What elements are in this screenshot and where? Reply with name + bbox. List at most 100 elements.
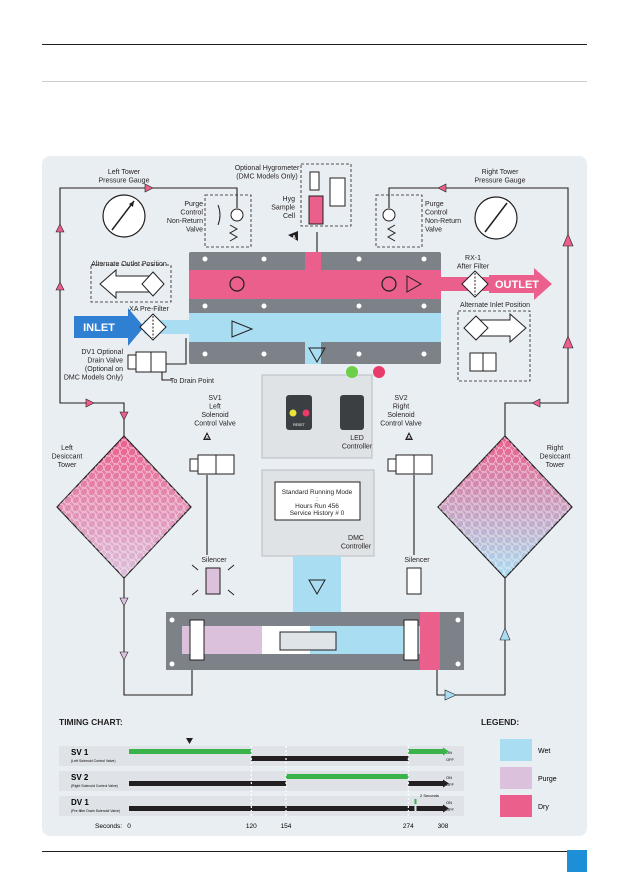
timing-row-name: SV 1 [71, 748, 89, 757]
legend-label: Purge [538, 776, 557, 783]
legend-swatch [500, 767, 532, 789]
left-pressure-gauge [102, 194, 146, 238]
alt-outlet-label: Alternate Outlet Position [91, 261, 167, 268]
alternate-outlet-position [90, 264, 172, 303]
timing-row-name: DV 1 [71, 798, 89, 807]
timing-on-segment [286, 774, 409, 779]
dmc-controller [261, 469, 375, 557]
timing-off-label: OFF [446, 782, 455, 787]
timing-on-segment [414, 799, 417, 804]
alt-inlet-label: Alternate Inlet Position [460, 302, 530, 309]
right-silencer [406, 567, 422, 595]
timing-off-label: OFF [446, 757, 455, 762]
timing-on-label: ON [446, 750, 452, 755]
hygrometer [288, 163, 352, 241]
dv1-drain-valve [127, 351, 167, 373]
timing-row-subtitle: (Right Solenoid Control Valve) [71, 784, 118, 788]
sv2-valve [387, 432, 433, 475]
left-desiccant-tower [56, 435, 192, 579]
right-pressure-gauge [474, 196, 518, 240]
timing-on-segment [408, 749, 443, 754]
timing-tick-label: 308 [438, 823, 449, 830]
seconds-label: Seconds: [95, 823, 122, 830]
timing-tick-label: 120 [246, 823, 257, 830]
timing-off-gap [286, 781, 409, 786]
header-rule [42, 44, 587, 45]
timing-off-bar [129, 806, 443, 811]
timing-chart: TIMING CHART: SV 1 (Left Solenoid Control… [59, 717, 464, 830]
page-tab [567, 850, 587, 872]
left-silencer [191, 564, 235, 596]
legend-swatch [500, 739, 532, 761]
inlet-label: INLET [83, 322, 115, 334]
legend-label: Wet [538, 748, 550, 755]
legend-label: Dry [538, 804, 549, 811]
rx1-afterfilter [461, 270, 489, 298]
manifold [189, 252, 441, 364]
outlet-label: OUTLET [495, 279, 539, 291]
timing-off-label: OFF [446, 807, 455, 812]
timing-off-gap [408, 756, 443, 761]
timing-tick-label: 154 [281, 823, 292, 830]
timing-row: SV 1 (Left Solenoid Control Valve) ON OFF [59, 746, 464, 766]
timing-cursor [186, 738, 193, 744]
timing-row-subtitle: (Pre-filter Drain Solenoid Valve) [71, 809, 120, 813]
valve-block [166, 556, 464, 670]
left-silencer-label: Silencer [201, 557, 227, 564]
flow-arrows [55, 183, 574, 701]
xa-prefilter [139, 313, 167, 341]
two-seconds-label: 2 Seconds [420, 793, 439, 798]
right-purge-valve [375, 194, 423, 248]
timing-off-gap [414, 806, 417, 811]
sv1-port-marker: A [205, 435, 209, 441]
xa-prefilter-label: XA Pre-Filter [129, 306, 169, 313]
timing-end-arrow [443, 804, 449, 813]
timing-row-subtitle: (Left Solenoid Control Valve) [71, 759, 116, 763]
footer-rule [42, 851, 587, 852]
alternate-inlet-position [457, 310, 531, 382]
sv1-valve [189, 432, 235, 475]
air-lines [59, 187, 569, 696]
timing-row: DV 1 (Pre-filter Drain Solenoid Valve) ON O… [59, 793, 464, 816]
timing-row-name: SV 2 [71, 773, 89, 782]
led-reset-label: RESET [293, 423, 306, 427]
led-controller [261, 366, 385, 459]
legend-swatch [500, 795, 532, 817]
timing-end-arrow [443, 779, 449, 788]
sv2-port-marker: A [407, 435, 411, 441]
legend-title: LEGEND: [481, 717, 519, 727]
timing-on-label: ON [446, 775, 452, 780]
right-desiccant-tower [437, 435, 573, 579]
hygrometer-label: Optional Hygrometer(DMC Models Only) [235, 165, 300, 181]
timing-title: TIMING CHART: [59, 717, 123, 727]
hygrometer-port-marker: A [292, 235, 296, 241]
timing-end-arrow [443, 747, 449, 756]
drain-point-label: To Drain Point [170, 378, 214, 385]
timing-tick-label: 0 [127, 823, 131, 830]
timing-tick-label: 274 [403, 823, 414, 830]
left-purge-valve [204, 194, 252, 248]
timing-off-gap [129, 756, 252, 761]
timing-on-label: ON [446, 800, 452, 805]
timing-on-segment [129, 749, 252, 754]
right-silencer-label: Silencer [404, 557, 430, 564]
header-subrule [42, 81, 587, 82]
timing-row: SV 2 (Right Solenoid Control Valve) ON OFF [59, 771, 464, 791]
